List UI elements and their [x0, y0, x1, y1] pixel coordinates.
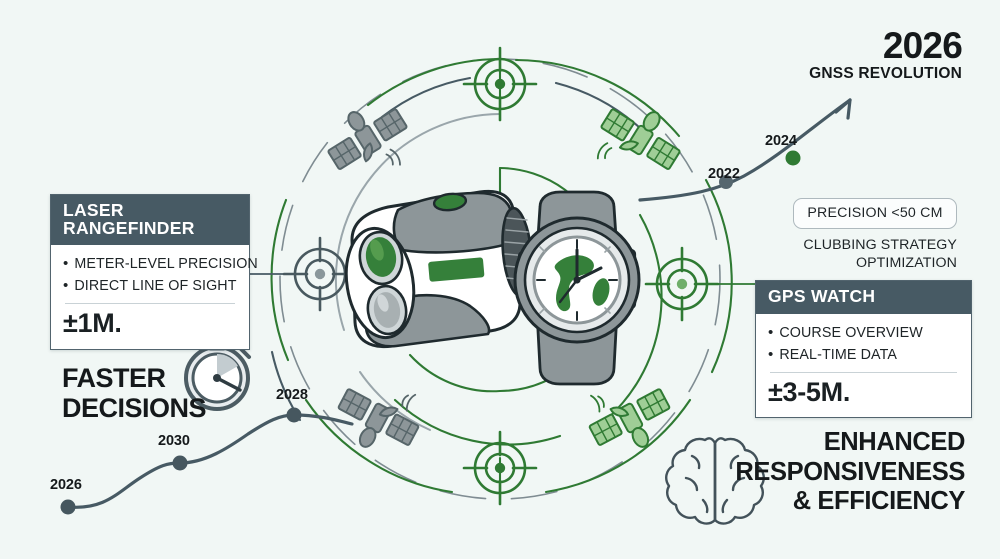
crosshair-right-icon: [644, 246, 720, 322]
headline-faster-decisions: FASTER DECISIONS: [62, 363, 207, 424]
chart-point-2022: [719, 175, 733, 189]
chart-point-2026-lower: [60, 499, 76, 515]
headline-faster-line2: DECISIONS: [62, 393, 207, 424]
chart-lower-left-growth-curve: [60, 407, 354, 515]
orbit-arc-green-2: [514, 58, 681, 138]
bullet-dot-icon: •: [768, 345, 774, 363]
satellite-top-right-icon: [596, 108, 681, 170]
crosshair-bottom-icon: [462, 430, 538, 506]
chart-point-2030: [172, 455, 188, 471]
bullet-text: DIRECT LINE OF SIGHT: [74, 278, 237, 295]
satellite-top-left-icon: [327, 108, 408, 170]
bullet-text: REAL-TIME DATA: [779, 346, 897, 363]
panel-laser-bullet-2: • DIRECT LINE OF SIGHT: [63, 275, 237, 297]
panel-gps-bullet-2: • REAL-TIME DATA: [768, 344, 959, 366]
orbit-arc-green-4: [544, 398, 692, 494]
panel-gps-body: • COURSE OVERVIEW • REAL-TIME DATA ±3-5M…: [756, 314, 971, 418]
headline-enhanced-responsiveness: ENHANCED RESPONSIVENESS & EFFICIENCY: [735, 428, 965, 517]
orbit-ring-mid-gray-bottom: [359, 371, 431, 431]
laser-rangefinder-icon: [344, 189, 533, 349]
gps-watch-icon: [513, 190, 641, 386]
orbit-ring-mid-green-bottom: [393, 398, 562, 446]
panel-gps-bullet-1: • COURSE OVERVIEW: [768, 322, 959, 344]
orbit-ring-mid-gray-left: [334, 113, 501, 331]
growth-curve-line: [638, 98, 852, 202]
timeline-label-2026-lower: 2026: [50, 477, 82, 493]
panel-gps-metric: ±3-5M.: [768, 376, 851, 407]
bullet-text: COURSE OVERVIEW: [779, 324, 923, 341]
timeline-label-2028: 2028: [276, 387, 308, 403]
satellite-bottom-left-icon: [337, 388, 420, 448]
orbit-arc-green-3: [704, 178, 733, 374]
panel-laser-body: • METER-LEVEL PRECISION • DIRECT LINE OF…: [51, 245, 258, 349]
chart-point-2024: [785, 150, 801, 166]
chart-point-2028: [286, 407, 302, 423]
bullet-dot-icon: •: [768, 323, 774, 341]
precision-subtitle: CLUBBING STRATEGY OPTIMIZATION: [803, 237, 957, 272]
headline-enhanced-line2: RESPONSIVENESS: [735, 457, 965, 486]
bullet-text: METER-LEVEL PRECISION: [74, 256, 258, 272]
bullet-dot-icon: •: [63, 277, 69, 295]
headline-enhanced-line1: ENHANCED: [823, 428, 966, 456]
crosshair-top-icon: [462, 46, 538, 122]
headline-enhanced-line3: & EFFICIENCY: [792, 487, 966, 516]
orbit-ring-mid-green-right: [604, 213, 663, 422]
orbit-arc-green-6: [270, 198, 290, 362]
headline-year-2026: 2026: [882, 25, 963, 66]
panel-laser-rangefinder[interactable]: LASER RANGEFINDER • METER-LEVEL PRECISIO…: [50, 194, 258, 350]
timeline-label-2030: 2030: [158, 433, 190, 449]
growth-curve-arrowhead: [834, 98, 852, 120]
panel-gps-title: GPS WATCH: [756, 281, 971, 314]
timeline-label-2024: 2024: [765, 133, 797, 149]
satellite-bottom-right-icon: [588, 388, 671, 448]
panel-laser-title: LASER RANGEFINDER: [51, 195, 249, 245]
orbit-arc-green-1: [366, 57, 502, 107]
precision-pill-badge[interactable]: PRECISION <50 CM: [793, 198, 957, 229]
chart-upper-right-growth-curve: [638, 98, 852, 202]
brain-icon: [665, 437, 765, 525]
decisions-curve-line: [66, 413, 354, 509]
headline-faster-line1: FASTER: [62, 363, 166, 393]
timeline-label-2022: 2022: [708, 166, 740, 182]
bullet-dot-icon: •: [63, 255, 69, 272]
panel-laser-bullet-1: • METER-LEVEL PRECISION: [63, 253, 258, 275]
panel-laser-metric: ±1M.: [63, 308, 122, 339]
precision-callout: PRECISION <50 CM CLUBBING STRATEGY OPTIM…: [793, 198, 957, 272]
orbit-ring-inner-green-bottom: [408, 353, 502, 393]
panel-gps-watch[interactable]: GPS WATCH • COURSE OVERVIEW • REAL-TIME …: [755, 280, 972, 419]
panel-divider: [65, 303, 235, 305]
headline-gnss-revolution: GNSS REVOLUTION: [809, 65, 962, 82]
panel-divider: [770, 371, 957, 373]
